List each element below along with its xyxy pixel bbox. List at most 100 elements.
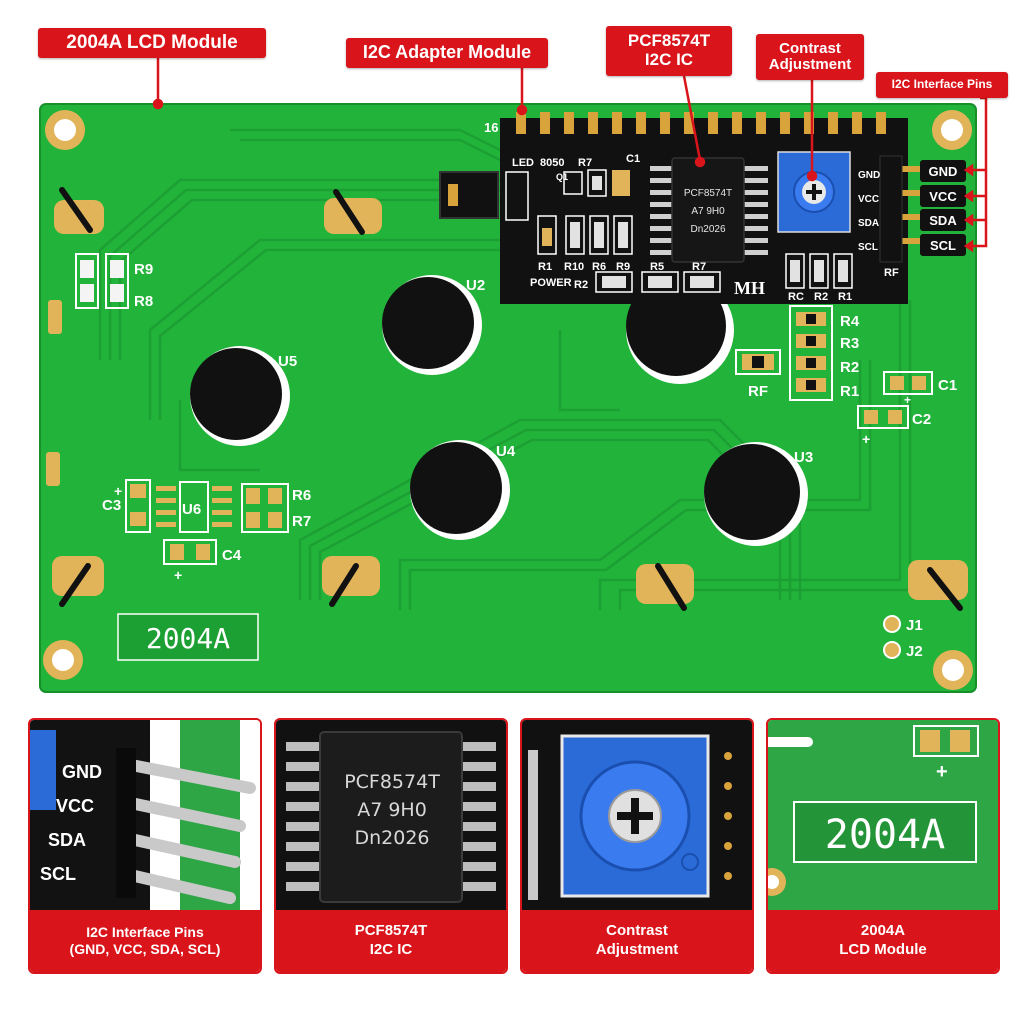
label-c2-plus: + [862,431,870,447]
callout-contrast-line2: Adjustment [768,56,852,73]
ic-marking-1: PCF8574T [684,188,732,199]
callout-i2c-adapter-text: I2C Adapter Module [362,42,532,63]
label-c1-plus: + [904,393,911,407]
adapter-label-r1: R1 [538,261,552,273]
detail-plus-sign: + [936,761,948,783]
pcf8574t-chip [650,157,768,263]
label-r4: R4 [840,313,860,330]
lcd-board-illustration: R9 R8 U5 U2 U4 U3 U6 C3 + R6 R7 C4 + R4 … [39,58,988,693]
board-labels: R9 R8 U5 U2 U4 U3 U6 C3 + R6 R7 C4 + R4 … [102,120,957,660]
adapter-label-rf: RF [884,267,899,279]
label-r2: R2 [840,359,859,376]
u6-chip [125,479,289,565]
r8-r9-resistors [75,253,129,309]
label-c4: C4 [222,547,242,564]
detail-pin-sda: SDA [48,830,86,850]
detail-caption-ic: PCF8574T I2C IC [276,910,506,972]
adapter-label-power: POWER [530,277,572,289]
label-c4-plus: + [174,567,182,583]
adapter-label-c1: C1 [626,153,640,165]
adapter-label-r7b: R7 [692,261,706,273]
detail-pin-scl: SCL [40,864,76,884]
potentiometer [777,151,851,233]
detail-i2c-pins-illustration: GND VCC SDA SCL [30,720,260,910]
label-r8: R8 [134,293,153,310]
header-pins [516,112,886,134]
adapter-label-led: LED [512,157,534,169]
label-c2: C2 [912,411,931,428]
pin-label-boxes [920,160,966,256]
label-c3-plus: + [114,483,122,499]
label-u4: U4 [496,443,516,460]
adapter-label-mh: MH [734,278,765,298]
detail-pot-illustration [522,720,752,910]
callout-lines [152,58,988,253]
callout-contrast-line1: Contrast [779,39,841,57]
label-c1: C1 [938,377,957,394]
detail-model-illustration: + 2004A [768,720,998,910]
label-r7: R7 [292,513,311,530]
detail-caption-i2c-pins-line2: (GND, VCC, SDA, SCL) [69,941,221,957]
detail-pin-gnd: GND [62,762,102,782]
r1-r4-resistors [735,305,933,429]
detail-ic-marking-1: PCF8574T [344,771,440,793]
adapter-label-rc: RC [788,291,804,303]
model-label: 2004A [146,622,230,655]
adapter-label-r2b: R2 [814,291,828,303]
detail-caption-i2c-pins: I2C Interface Pins (GND, VCC, SDA, SCL) [30,910,260,972]
i2c-adapter-board [439,112,966,304]
detail-ic-marking-2: A7 9H0 [357,799,427,821]
adapter-label-r2: R2 [574,279,588,291]
pin-sda-label: SDA [929,213,957,228]
callout-i2c-adapter: I2C Adapter Module [346,38,548,68]
detail-caption-ic-line1: PCF8574T [354,922,428,940]
pcb-traces [98,128,912,610]
label-u5: U5 [278,353,297,370]
detail-caption-contrast-line2: Adjustment [595,941,679,958]
adapter-label-q1: Q1 [556,172,568,182]
mounting-holes [43,110,973,690]
detail-panel-contrast: Contrast Adjustment [520,718,754,974]
label-c3: C3 [102,497,121,514]
detail-caption-lcd-module-line1: 2004A [860,922,906,940]
label-j1: J1 [906,617,923,634]
detail-caption-i2c-pins-line1: I2C Interface Pins [86,923,204,940]
detail-model-label: 2004A [825,812,945,858]
pin-scl-label: SCL [930,238,956,253]
detail-pin-vcc: VCC [56,796,94,816]
label-u6: U6 [182,501,201,518]
adapter-pin-gnd: GND [858,170,880,181]
detail-panel-i2c-pins: GND VCC SDA SCL I2C Interface Pins (GND,… [28,718,262,974]
adapter-pin-vcc: VCC [858,194,879,205]
metal-tabs [52,187,968,611]
detail-caption-ic-line2: I2C IC [369,941,413,958]
callout-i2c-pins: I2C Interface Pins [876,72,1008,98]
adapter-label-8050: 8050 [540,157,564,169]
detail-caption-lcd-module: 2004A LCD Module [768,910,998,972]
adapter-pin-sda: SDA [858,218,879,229]
label-u2: U2 [466,277,485,294]
detail-panel-lcd-module: + 2004A 2004A LCD Module [766,718,1000,974]
callout-lcd-module-text: 2004A LCD Module [66,31,238,53]
detail-caption-lcd-module-line2: LCD Module [839,941,927,958]
adapter-label-r5: R5 [650,261,664,273]
callout-pcf8574t-line1: PCF8574T [627,31,711,51]
i2c-pins [888,166,948,244]
model-label-box [117,613,259,661]
label-u3: U3 [794,449,813,466]
detail-caption-contrast: Contrast Adjustment [522,910,752,972]
callout-lcd-module: 2004A LCD Module [38,28,266,58]
pin-gnd-label: GND [929,164,958,179]
callout-pcf8574t-line2: I2C IC [644,50,694,69]
adapter-label-r10: R10 [564,261,584,273]
detail-ic-marking-3: Dn2026 [354,827,429,849]
callout-i2c-pins-text: I2C Interface Pins [891,77,993,92]
adapter-label-r7: R7 [578,157,592,169]
label-r9: R9 [134,261,153,278]
adapter-label-r9: R9 [616,261,630,273]
adapter-pin-scl: SCL [858,242,878,253]
label-rf: RF [748,383,768,400]
